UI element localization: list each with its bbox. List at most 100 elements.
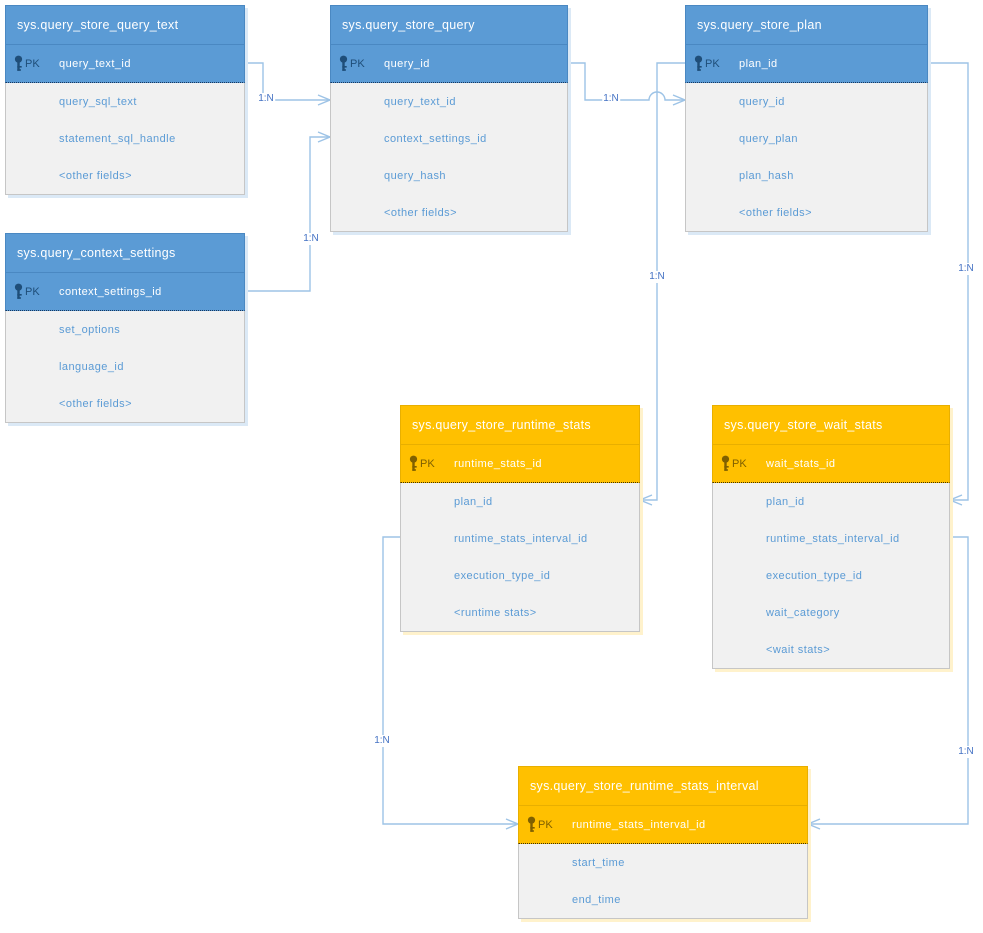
pk-label: PK: [732, 457, 747, 470]
pk-row[interactable]: PK plan_id: [685, 45, 928, 83]
field-name: query_text_id: [384, 95, 456, 108]
cardinality-label: 1:N: [957, 746, 975, 758]
field-row[interactable]: <runtime stats>: [401, 594, 639, 631]
field-name: <runtime stats>: [454, 606, 537, 619]
field-name: query_hash: [384, 169, 446, 182]
field-name: statement_sql_handle: [59, 132, 176, 145]
field-name: <other fields>: [739, 206, 812, 219]
pk-row[interactable]: PK wait_stats_id: [712, 445, 950, 483]
field-name: context_settings_id: [384, 132, 487, 145]
table-title: sys.query_store_plan: [697, 18, 822, 32]
field-name: <other fields>: [59, 397, 132, 410]
field-row[interactable]: runtime_stats_interval_id: [713, 520, 949, 557]
field-row[interactable]: <wait stats>: [713, 631, 949, 668]
relationship-connector: [928, 62, 969, 500]
field-row[interactable]: query_id: [686, 83, 927, 120]
field-row[interactable]: <other fields>: [6, 385, 244, 422]
table-title: sys.query_store_runtime_stats_interval: [530, 779, 759, 793]
pk-row[interactable]: PK context_settings_id: [5, 273, 245, 311]
primary-key-icon: [14, 283, 23, 299]
field-row[interactable]: query_hash: [331, 157, 567, 194]
field-name: query_plan: [739, 132, 798, 145]
field-row[interactable]: <other fields>: [6, 157, 244, 194]
field-name: runtime_stats_interval_id: [766, 532, 900, 545]
pk-label: PK: [25, 285, 40, 298]
field-row[interactable]: plan_id: [713, 483, 949, 520]
field-name: language_id: [59, 360, 124, 373]
table-header[interactable]: sys.query_store_query: [330, 5, 568, 45]
field-row[interactable]: <other fields>: [331, 194, 567, 231]
field-row[interactable]: language_id: [6, 348, 244, 385]
field-name: query_id: [739, 95, 785, 108]
field-name: plan_hash: [739, 169, 794, 182]
cardinality-label: 1:N: [957, 263, 975, 275]
field-name: execution_type_id: [766, 569, 863, 582]
pk-label: PK: [705, 57, 720, 70]
field-row[interactable]: plan_hash: [686, 157, 927, 194]
field-row[interactable]: plan_id: [401, 483, 639, 520]
table-title: sys.query_context_settings: [17, 246, 176, 260]
field-name: plan_id: [766, 495, 805, 508]
primary-key-icon: [14, 55, 23, 71]
cardinality-label: 1:N: [602, 93, 620, 105]
field-row[interactable]: execution_type_id: [713, 557, 949, 594]
pk-field-name: query_text_id: [59, 57, 131, 70]
table-title: sys.query_store_wait_stats: [724, 418, 883, 432]
pk-field-name: context_settings_id: [59, 285, 162, 298]
table-header[interactable]: sys.query_context_settings: [5, 233, 245, 273]
pk-label: PK: [420, 457, 435, 470]
primary-key-icon: [409, 455, 418, 471]
field-name: wait_category: [766, 606, 840, 619]
primary-key-icon: [694, 55, 703, 71]
pk-field-name: plan_id: [739, 57, 778, 70]
table-header[interactable]: sys.query_store_runtime_stats: [400, 405, 640, 445]
table-header[interactable]: sys.query_store_plan: [685, 5, 928, 45]
pk-field-name: wait_stats_id: [766, 457, 836, 470]
field-row[interactable]: set_options: [6, 311, 244, 348]
field-name: set_options: [59, 323, 121, 336]
field-row[interactable]: context_settings_id: [331, 120, 567, 157]
field-row[interactable]: wait_category: [713, 594, 949, 631]
table-header[interactable]: sys.query_store_query_text: [5, 5, 245, 45]
pk-label: PK: [538, 818, 553, 831]
field-row[interactable]: query_text_id: [331, 83, 567, 120]
field-row[interactable]: <other fields>: [686, 194, 927, 231]
field-name: <wait stats>: [766, 643, 831, 656]
table-header[interactable]: sys.query_store_wait_stats: [712, 405, 950, 445]
field-name: execution_type_id: [454, 569, 551, 582]
cardinality-label: 1:N: [373, 735, 391, 747]
relationship-connector: [808, 536, 969, 824]
primary-key-icon: [527, 816, 536, 832]
field-row[interactable]: end_time: [519, 881, 807, 918]
field-row[interactable]: runtime_stats_interval_id: [401, 520, 639, 557]
relationship-connector: [245, 62, 330, 100]
field-row[interactable]: start_time: [519, 844, 807, 881]
field-row[interactable]: execution_type_id: [401, 557, 639, 594]
field-row[interactable]: statement_sql_handle: [6, 120, 244, 157]
relationship-connector: [568, 62, 685, 100]
relationship-connector: [245, 137, 330, 292]
table-header[interactable]: sys.query_store_runtime_stats_interval: [518, 766, 808, 806]
field-name: query_sql_text: [59, 95, 137, 108]
field-row[interactable]: query_sql_text: [6, 83, 244, 120]
field-name: start_time: [572, 856, 625, 869]
table-title: sys.query_store_runtime_stats: [412, 418, 591, 432]
pk-field-name: query_id: [384, 57, 430, 70]
cardinality-label: 1:N: [302, 233, 320, 245]
primary-key-icon: [721, 455, 730, 471]
field-row[interactable]: query_plan: [686, 120, 927, 157]
field-name: end_time: [572, 893, 621, 906]
